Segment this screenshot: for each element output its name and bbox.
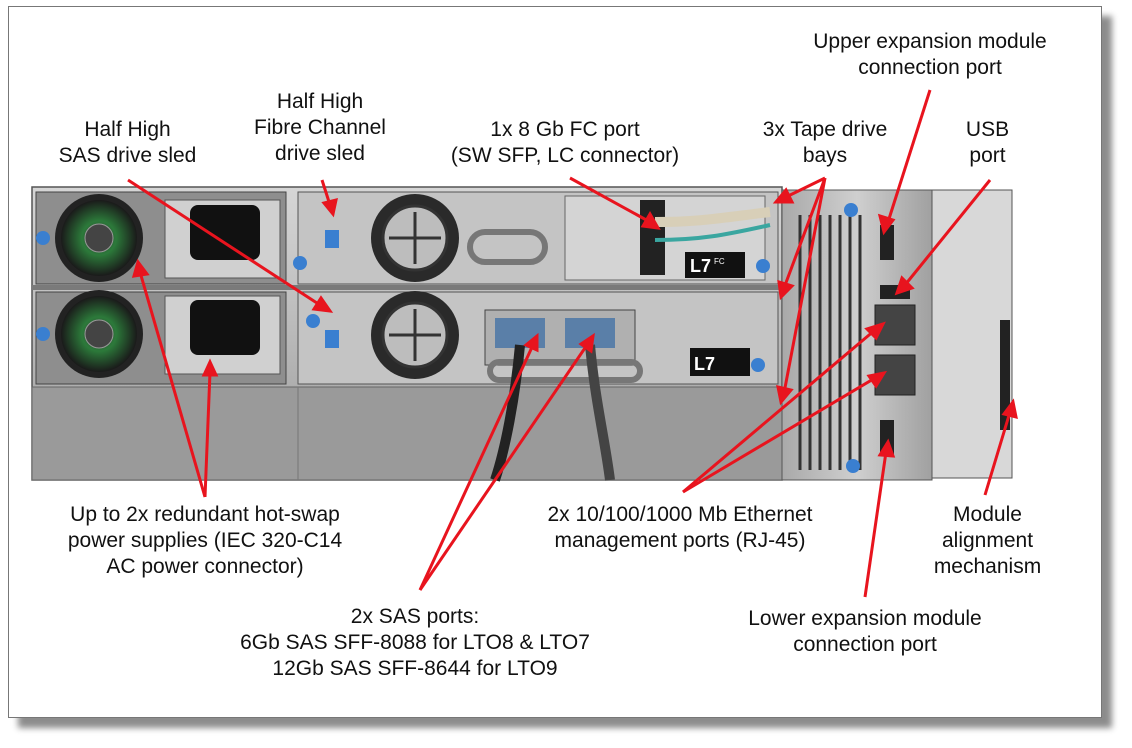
label-sas-ports: 2x SAS ports:6Gb SAS SFF-8088 for LTO8 &… xyxy=(240,605,590,680)
power-supply-2 xyxy=(35,290,287,385)
callout-arrows xyxy=(127,89,1018,598)
top-drive-badge: L7 xyxy=(690,256,711,276)
top-drive-badge-sub: FC xyxy=(714,257,725,266)
bottom-drive-badge: L7 xyxy=(694,354,715,374)
power-supply-1 xyxy=(35,191,287,285)
fc-drive-sled xyxy=(293,191,779,285)
label-fc-port: 1x 8 Gb FC port(SW SFP, LC connector) xyxy=(450,118,680,167)
